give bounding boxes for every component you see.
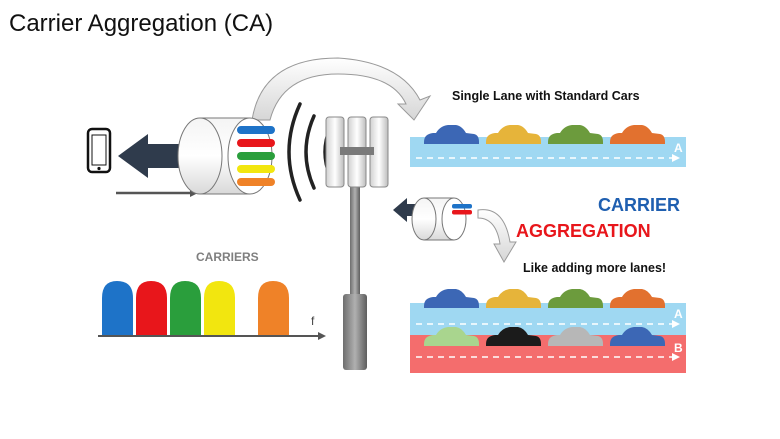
- cell-tower-icon: [325, 116, 389, 370]
- lane-a-label: A: [674, 307, 683, 321]
- aggregation-word: AGGREGATION: [516, 221, 651, 241]
- carrier-spectrum: [98, 281, 326, 340]
- signal-waves-icon: [287, 102, 332, 202]
- left-arrow-icon: [118, 134, 182, 178]
- single-lane-label: Single Lane with Standard Cars: [452, 89, 640, 103]
- small-carrier-cylinder: [411, 197, 472, 241]
- frequency-axis-label: f: [311, 314, 315, 328]
- lane-a-label-top: A: [674, 141, 683, 155]
- phone-icon: [86, 127, 112, 174]
- curved-arrow-icon: [251, 57, 432, 121]
- carrier-pills: [237, 126, 275, 186]
- carriers-label: CARRIERS: [196, 250, 259, 264]
- page-title: Carrier Aggregation (CA): [9, 10, 274, 37]
- more-lanes-label: Like adding more lanes!: [523, 261, 667, 275]
- lane-b-label: B: [674, 341, 683, 355]
- carrier-word: CARRIER: [598, 195, 681, 215]
